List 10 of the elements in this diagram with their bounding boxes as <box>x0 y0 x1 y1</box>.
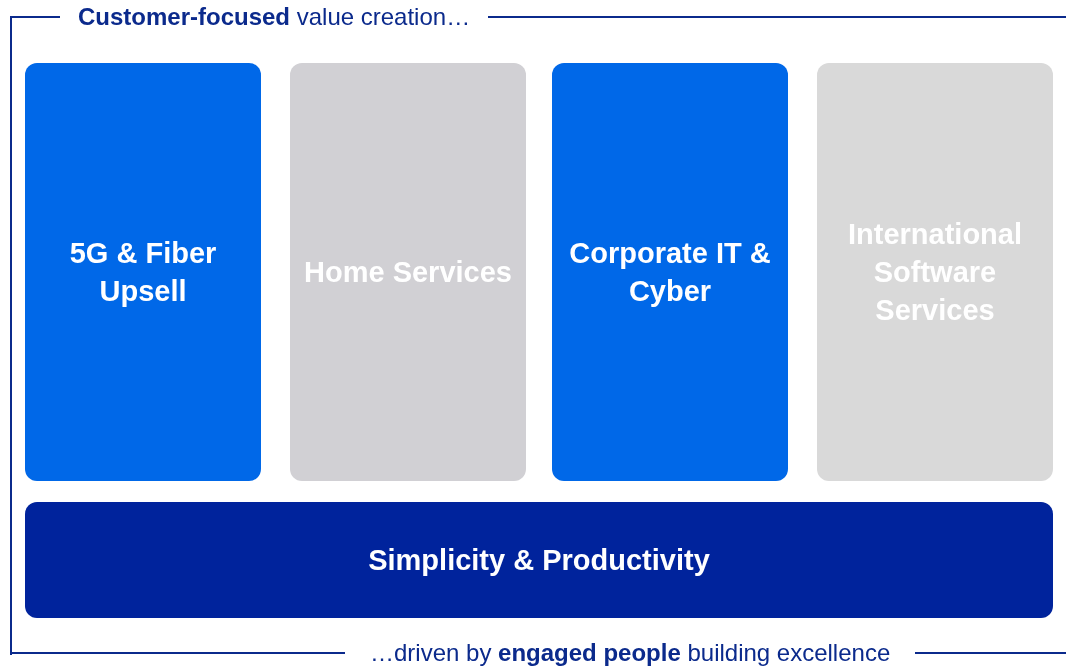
pillar-label: 5G & Fiber Upsell <box>68 236 218 309</box>
pillar-box <box>552 63 788 481</box>
foundation-bar <box>25 502 1053 618</box>
pillar-box <box>25 63 261 481</box>
pillar-box <box>817 63 1053 481</box>
title: Customer-focused value creation… <box>78 2 471 32</box>
pillar-label: Simplicity & Productivity <box>368 543 710 578</box>
pillar-box <box>290 63 526 481</box>
caption: …driven by engaged people building excellence <box>370 638 891 667</box>
pillar-label: Corporate IT & Cyber <box>568 236 772 309</box>
